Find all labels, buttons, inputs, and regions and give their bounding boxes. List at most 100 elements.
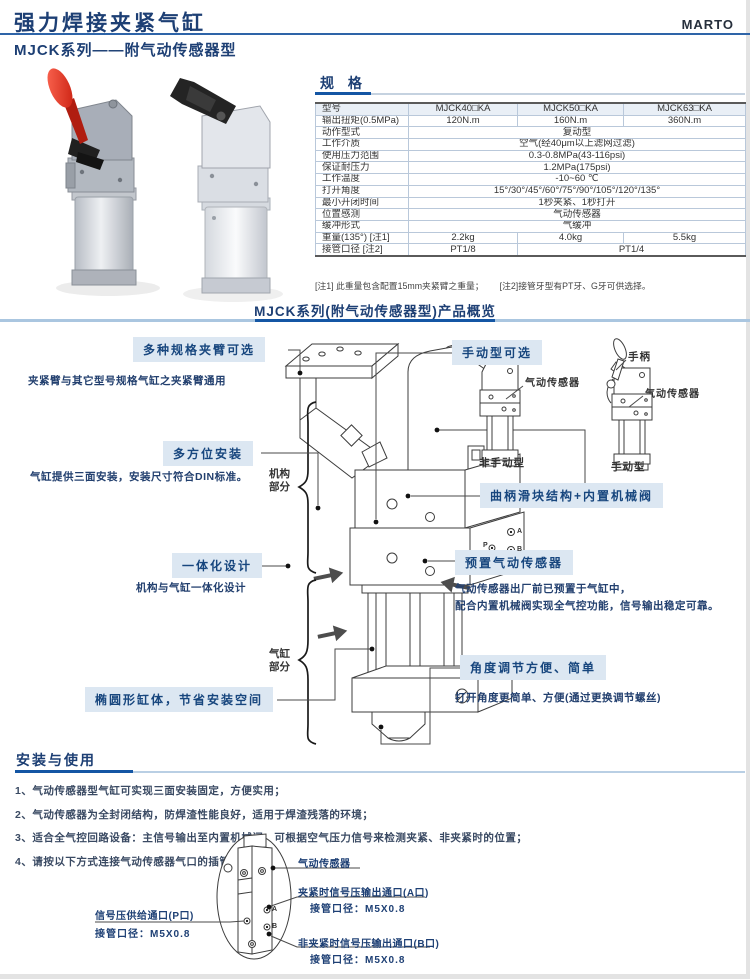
spec-heading: 规 格 <box>320 75 367 91</box>
spec-row-label: 打开角度 <box>315 184 409 198</box>
spec-cell: 1.2MPa(175psi) <box>408 161 746 175</box>
spec-row-label: 缓冲形式 <box>315 219 409 233</box>
spec-cell: PT1/8 <box>408 243 518 257</box>
callout-preset-sensor: 预置气动传感器 <box>455 550 574 575</box>
diagram-port-p-size: 接管口径：M5X0.8 <box>95 929 191 940</box>
install-item: 2、气动传感器为全封闭结构，防焊渣性能良好，适用于焊渣残落的环境； <box>15 808 374 821</box>
spec-cell: 气缓冲 <box>408 219 746 233</box>
spec-row-label: 接管口径 [注2] <box>315 243 409 257</box>
spec-cell: 0.3-0.8MPa(43-116psi) <box>408 149 746 163</box>
install-item: 1、气动传感器型气缸可实现三面安装固定，方便实用； <box>15 785 286 797</box>
diagram-port-a-label: 夹紧时信号压输出通口(A口) <box>298 888 429 899</box>
spec-cell: 气动传感器 <box>408 208 746 221</box>
spec-cell: 360N.m <box>623 114 746 128</box>
spec-note-1: [注1] 此重量包含配置15mm夹紧臂之重量； <box>315 281 484 291</box>
diagram-port-a-mark: A <box>272 906 278 913</box>
spec-row: 工作介质空气(经40μm以上滤网过滤) <box>315 138 746 151</box>
callout-angle-adjust-desc: 打开角度更简单、方便(通过更换调节螺丝) <box>455 692 661 704</box>
label-sensor-small-1: 气动传感器 <box>525 378 580 389</box>
spec-cell: 复动型 <box>408 126 746 140</box>
series-subtitle: MJCK系列——附气动传感器型 <box>14 42 237 59</box>
diagram-port-a-size: 接管口径：M5X0.8 <box>310 904 406 915</box>
install-item: 4、请按以下方式连接气动传感器气口的插管； <box>15 855 242 868</box>
spec-note-2: [注2]接管牙型有PT牙、G牙可供选择。 <box>499 281 651 291</box>
callout-integrated-desc: 机构与气缸一体化设计 <box>136 582 246 594</box>
label-non-manual-type: 非手动型 <box>479 457 525 469</box>
callout-oval-body: 椭圆形缸体，节省安装空间 <box>85 687 274 712</box>
spec-row: 工作温度-10~60 ℃ <box>315 173 746 186</box>
spec-cell: 2.2kg <box>408 231 518 245</box>
spec-row-label: 型号 <box>315 102 409 116</box>
spec-row-label: 保证耐压力 <box>315 161 409 175</box>
callout-integrated-design: 一体化设计 <box>172 553 263 578</box>
spec-cell: -10~60 ℃ <box>408 173 746 186</box>
product-photos <box>47 68 283 302</box>
spec-notes: [注1] 此重量包含配置15mm夹紧臂之重量； [注2]接管牙型有PT牙、G牙可… <box>315 279 747 292</box>
overview-heading: MJCK系列(附气动传感器型)产品概览 <box>254 304 496 319</box>
callout-crank-structure: 曲柄滑块结构+内置机械阀 <box>480 483 664 508</box>
label-handle: 手柄 <box>628 351 651 363</box>
spec-cell: 1秒夹紧、1秒打开 <box>408 196 746 210</box>
spec-heading-underline <box>315 92 371 95</box>
brand-logo: MARTO <box>681 17 734 32</box>
port-p-mark: P <box>483 542 488 549</box>
callout-arm-options: 多种规格夹臂可选 <box>133 337 266 362</box>
diagram-sensor-label: 气动传感器 <box>298 859 351 870</box>
spec-heading-rule <box>371 92 745 95</box>
overview-heading-underline <box>255 319 495 322</box>
ports-detail-diagram <box>95 833 430 960</box>
diagram-port-b-size: 接管口径：M5X0.8 <box>310 955 406 966</box>
callout-multi-mount: 多方位安装 <box>163 441 254 466</box>
spec-cell: 15°/30°/45°/60°/75°/90°/105°/120°/135° <box>408 184 746 198</box>
install-heading-underline <box>15 770 133 773</box>
spec-cell: 4.0kg <box>517 231 624 245</box>
port-b-mark: B <box>517 546 523 553</box>
photo-manual-cylinder <box>47 68 160 296</box>
callout-preset-sensor-desc1: 气动传感器出厂前已预置于气缸中， <box>455 583 631 595</box>
callout-multi-mount-desc: 气缸提供三面安装，安装尺寸符合DIN标准。 <box>30 471 248 483</box>
spec-row-label: 工作介质 <box>315 138 409 151</box>
install-instructions: 1、气动传感器型气缸可实现三面安装固定，方便实用； 2、气动传感器为全封闭结构，防… <box>15 780 527 874</box>
spec-row: 动作型式复动型 <box>315 126 746 140</box>
spec-row-label: 工作温度 <box>315 173 409 186</box>
label-sensor-small-2: 气动传感器 <box>645 389 700 400</box>
callout-angle-adjust: 角度调节方便、简单 <box>460 655 607 680</box>
header-rule <box>0 33 750 35</box>
spec-cell: 160N.m <box>517 114 624 128</box>
spec-row-label: 输出扭矩(0.5MPa) <box>315 114 409 128</box>
spec-cell: 5.5kg <box>623 231 746 245</box>
spec-cell: PT1/4 <box>517 243 746 257</box>
spec-cell: MJCK63□KA <box>623 102 746 116</box>
install-item: 3、适合全气控回路设备：主信号输出至内置机械阀，可根据空气压力信号来检测夹紧、非… <box>15 832 528 844</box>
spec-row-label: 最小开闭时间 <box>315 196 409 210</box>
port-a-mark: A <box>517 528 523 535</box>
photo-arm-cylinder <box>170 78 283 302</box>
spec-row-label: 重量(135°) [注1] <box>315 231 409 245</box>
install-heading: 安装与使用 <box>16 752 96 768</box>
diagram-port-b-label: 非夹紧时信号压输出通口(B口) <box>298 939 440 950</box>
spec-cell: 空气(经40μm以上滤网过滤) <box>408 138 746 151</box>
diagram-port-p-label: 信号压供给通口(P口) <box>95 911 194 922</box>
overview-diagram <box>252 338 653 745</box>
spec-row: 位置感测气动传感器 <box>315 208 746 221</box>
page-title: 强力焊接夹紧气缸 <box>14 12 206 35</box>
label-mechanism-part: 机构部分 <box>269 468 290 493</box>
label-manual-type: 手动型 <box>611 461 646 473</box>
spec-cell: 120N.m <box>408 114 518 128</box>
diagram-port-b-mark: B <box>272 923 278 930</box>
spec-row-label: 使用压力范围 <box>315 149 409 163</box>
install-heading-rule <box>133 770 745 773</box>
spec-row: 缓冲形式气缓冲 <box>315 219 746 233</box>
callout-manual-option: 手动型可选 <box>452 340 543 365</box>
spec-row-label: 位置感测 <box>315 208 409 221</box>
